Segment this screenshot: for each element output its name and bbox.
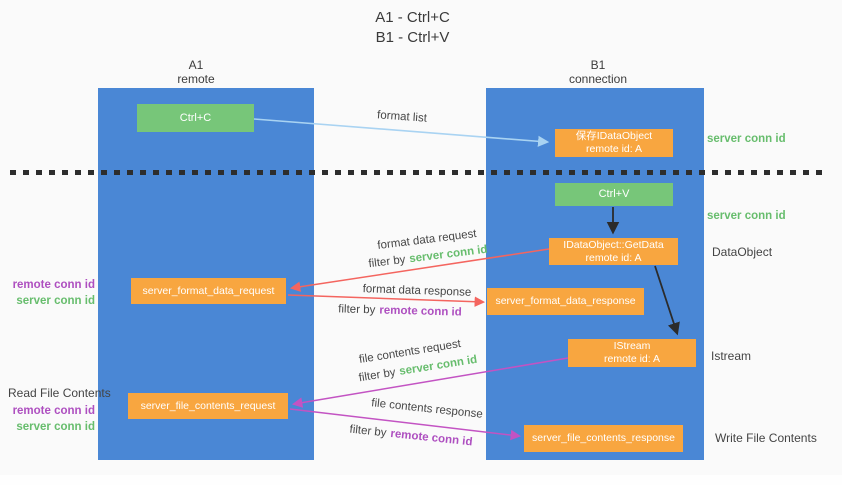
save-idataobject-line2: remote id: A: [585, 143, 643, 155]
file-response-label: server_file_contents_response: [531, 432, 675, 444]
node-ctrl-v: Ctrl+V: [555, 183, 673, 206]
node-server-file-contents-request: server_file_contents_request: [128, 393, 288, 419]
lane-header-a1: A1 remote: [136, 58, 256, 86]
arrow-getdata-to-istream: [654, 265, 680, 336]
title-line-2: B1 - Ctrl+V: [375, 29, 450, 46]
machine-boundary-dotted-line: [10, 170, 824, 175]
format-response-label: server_format_data_response: [495, 295, 636, 307]
node-server-format-data-response: server_format_data_response: [487, 288, 644, 315]
label-pair-file: remote conn id server conn id: [0, 404, 95, 435]
label-remote-conn-id-format: remote conn id: [12, 279, 95, 291]
node-save-idataobject: 保存IDataObject remote id: A: [555, 129, 673, 157]
save-idataobject-line1: 保存IDataObject: [575, 130, 653, 142]
node-istream: IStream remote id: A: [568, 339, 696, 367]
label-pair-format: remote conn id server conn id: [0, 278, 95, 309]
label-server-conn-id-file: server conn id: [16, 420, 95, 433]
diagram-title: A1 - Ctrl+C B1 - Ctrl+V: [340, 8, 485, 48]
title-line-1: A1 - Ctrl+C: [375, 9, 450, 26]
bottom-strip: [0, 475, 842, 485]
label-write-file-contents: Write File Contents: [715, 431, 817, 445]
getdata-line1: IDataObject::GetData: [563, 238, 664, 251]
label-istream: Istream: [711, 349, 752, 363]
node-server-format-data-request: server_format_data_request: [131, 278, 286, 304]
ctrl-c-label: Ctrl+C: [179, 111, 212, 124]
arrow-file-contents-response: [289, 408, 522, 441]
label-server-conn-id-top: server conn id: [707, 133, 786, 145]
istream-line2: remote id: A: [603, 353, 661, 365]
format-request-label: server_format_data_request: [142, 284, 275, 297]
arrow-format-data-request: [289, 248, 550, 292]
getdata-line2: remote id: A: [585, 251, 642, 264]
node-idataobject-getdata: IDataObject::GetData remote id: A: [549, 238, 678, 265]
lane-a1-name: A1: [188, 58, 204, 72]
label-remote-conn-id-file: remote conn id: [12, 405, 95, 417]
lane-a1-role: remote: [177, 72, 215, 86]
label-server-conn-id-mid: server conn id: [707, 210, 786, 222]
node-ctrl-c: Ctrl+C: [137, 104, 254, 132]
filter-by-text: filter by: [338, 303, 376, 317]
node-server-file-contents-response: server_file_contents_response: [524, 425, 683, 452]
lane-b1-role: connection: [568, 72, 628, 86]
lane-b1-name: B1: [590, 58, 606, 72]
istream-line1: IStream: [613, 340, 651, 352]
label-read-file-contents: Read File Contents: [8, 386, 111, 400]
label-server-conn-id-format: server conn id: [16, 294, 95, 307]
arrow-file-contents-request: [291, 357, 569, 408]
file-request-label: server_file_contents_request: [140, 399, 276, 412]
ctrl-v-label: Ctrl+V: [598, 188, 630, 200]
arrow-format-list: [253, 118, 550, 147]
arrow-format-data-response: [287, 294, 486, 307]
lane-header-b1: B1 connection: [538, 58, 658, 86]
remote-conn-id-text: remote conn id: [379, 304, 462, 319]
label-dataobject: DataObject: [712, 245, 773, 259]
